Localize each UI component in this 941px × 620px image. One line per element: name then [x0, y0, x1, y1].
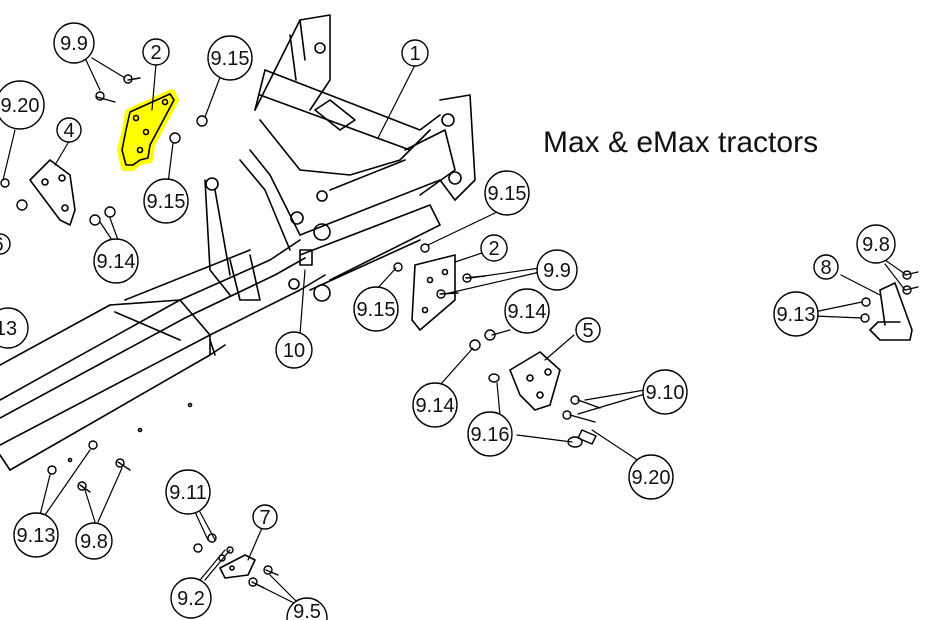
callout-9-15d: 9.15 — [357, 299, 396, 321]
callout-13: 13 — [0, 318, 17, 340]
callout-13-circle — [0, 307, 29, 349]
callout-5: 5 — [582, 320, 593, 342]
callout-9-15b-circle — [143, 178, 189, 224]
callout-9-15-circle — [207, 35, 253, 81]
callout-9-13b: 9.13 — [17, 525, 56, 547]
callout-bubbles — [0, 22, 896, 620]
callout-9-5-circle — [286, 597, 328, 620]
callout-9-14c: 9.14 — [416, 395, 455, 417]
callout-9-15d-circle — [353, 286, 399, 332]
callout-9-20b: 9.20 — [632, 467, 671, 489]
callout-6: 6 — [0, 234, 4, 256]
fasteners — [0, 74, 919, 589]
callout-9-2-circle — [170, 577, 212, 619]
callout-9-14: 9.14 — [97, 251, 136, 273]
callout-2b: 2 — [488, 238, 499, 260]
callout-9-10-circle — [642, 369, 688, 415]
callout-4: 4 — [63, 120, 74, 142]
callout-9-8: 9.8 — [862, 234, 890, 256]
callout-9-20: 9.20 — [1, 95, 40, 117]
callout-9-15c: 9.15 — [488, 183, 527, 205]
callout-8-circle — [813, 254, 839, 280]
main-frame — [0, 14, 476, 471]
callout-2b-circle — [480, 234, 508, 262]
callout-9-14b-circle — [504, 288, 550, 334]
leader-lines — [2, 57, 906, 606]
callout-9-9-circle — [53, 22, 95, 64]
callout-9-10: 9.10 — [646, 382, 685, 404]
callout-2: 2 — [150, 42, 161, 64]
callout-10-circle — [275, 331, 313, 369]
callout-9-11: 9.11 — [169, 482, 206, 504]
callout-9-9: 9.9 — [60, 33, 88, 55]
callout-9-9b-circle — [536, 249, 578, 291]
callout-9-15b: 9.15 — [147, 191, 186, 213]
bracket-7 — [219, 554, 256, 579]
bracket-4 — [29, 159, 76, 226]
callout-9-13-circle — [773, 291, 819, 337]
callout-9-16-circle — [467, 411, 513, 457]
callout-9-20-circle — [0, 80, 45, 130]
callout-2-circle — [142, 38, 170, 66]
bracket-5 — [509, 351, 561, 411]
callout-9-15c-circle — [484, 170, 530, 216]
callout-9-15: 9.15 — [211, 48, 250, 70]
callout-9-9b: 9.9 — [543, 260, 571, 282]
bracket-2 — [121, 93, 175, 166]
callout-7: 7 — [259, 507, 270, 529]
callout-1-circle — [401, 39, 429, 67]
callout-9-8b-circle — [75, 522, 113, 560]
callout-9-13b-circle — [13, 512, 59, 558]
callout-9-14b: 9.14 — [508, 301, 547, 323]
callout-9-11-circle — [165, 469, 211, 515]
callout-9-5: 9.5 — [293, 601, 321, 620]
callout-9-20b-circle — [628, 454, 674, 500]
callout-5-circle — [575, 317, 601, 343]
callout-9-2: 9.2 — [177, 588, 205, 610]
callout-9-8-circle — [856, 224, 896, 264]
callout-8: 8 — [820, 257, 831, 279]
callout-4-circle — [56, 117, 82, 143]
callout-10: 10 — [283, 340, 305, 362]
callout-9-13: 9.13 — [777, 304, 816, 326]
callout-9-14-circle — [93, 238, 139, 284]
callout-6-circle — [0, 233, 11, 255]
bracket-8 — [869, 282, 913, 341]
callout-9-16: 9.16 — [471, 424, 510, 446]
callout-9-14c-circle — [412, 382, 458, 428]
callout-9-8b: 9.8 — [80, 531, 108, 553]
diagram-title: Max & eMax tractors — [543, 126, 819, 159]
callout-7-circle — [252, 504, 278, 530]
bracket-2-right — [411, 254, 456, 331]
callout-1: 1 — [409, 43, 420, 65]
